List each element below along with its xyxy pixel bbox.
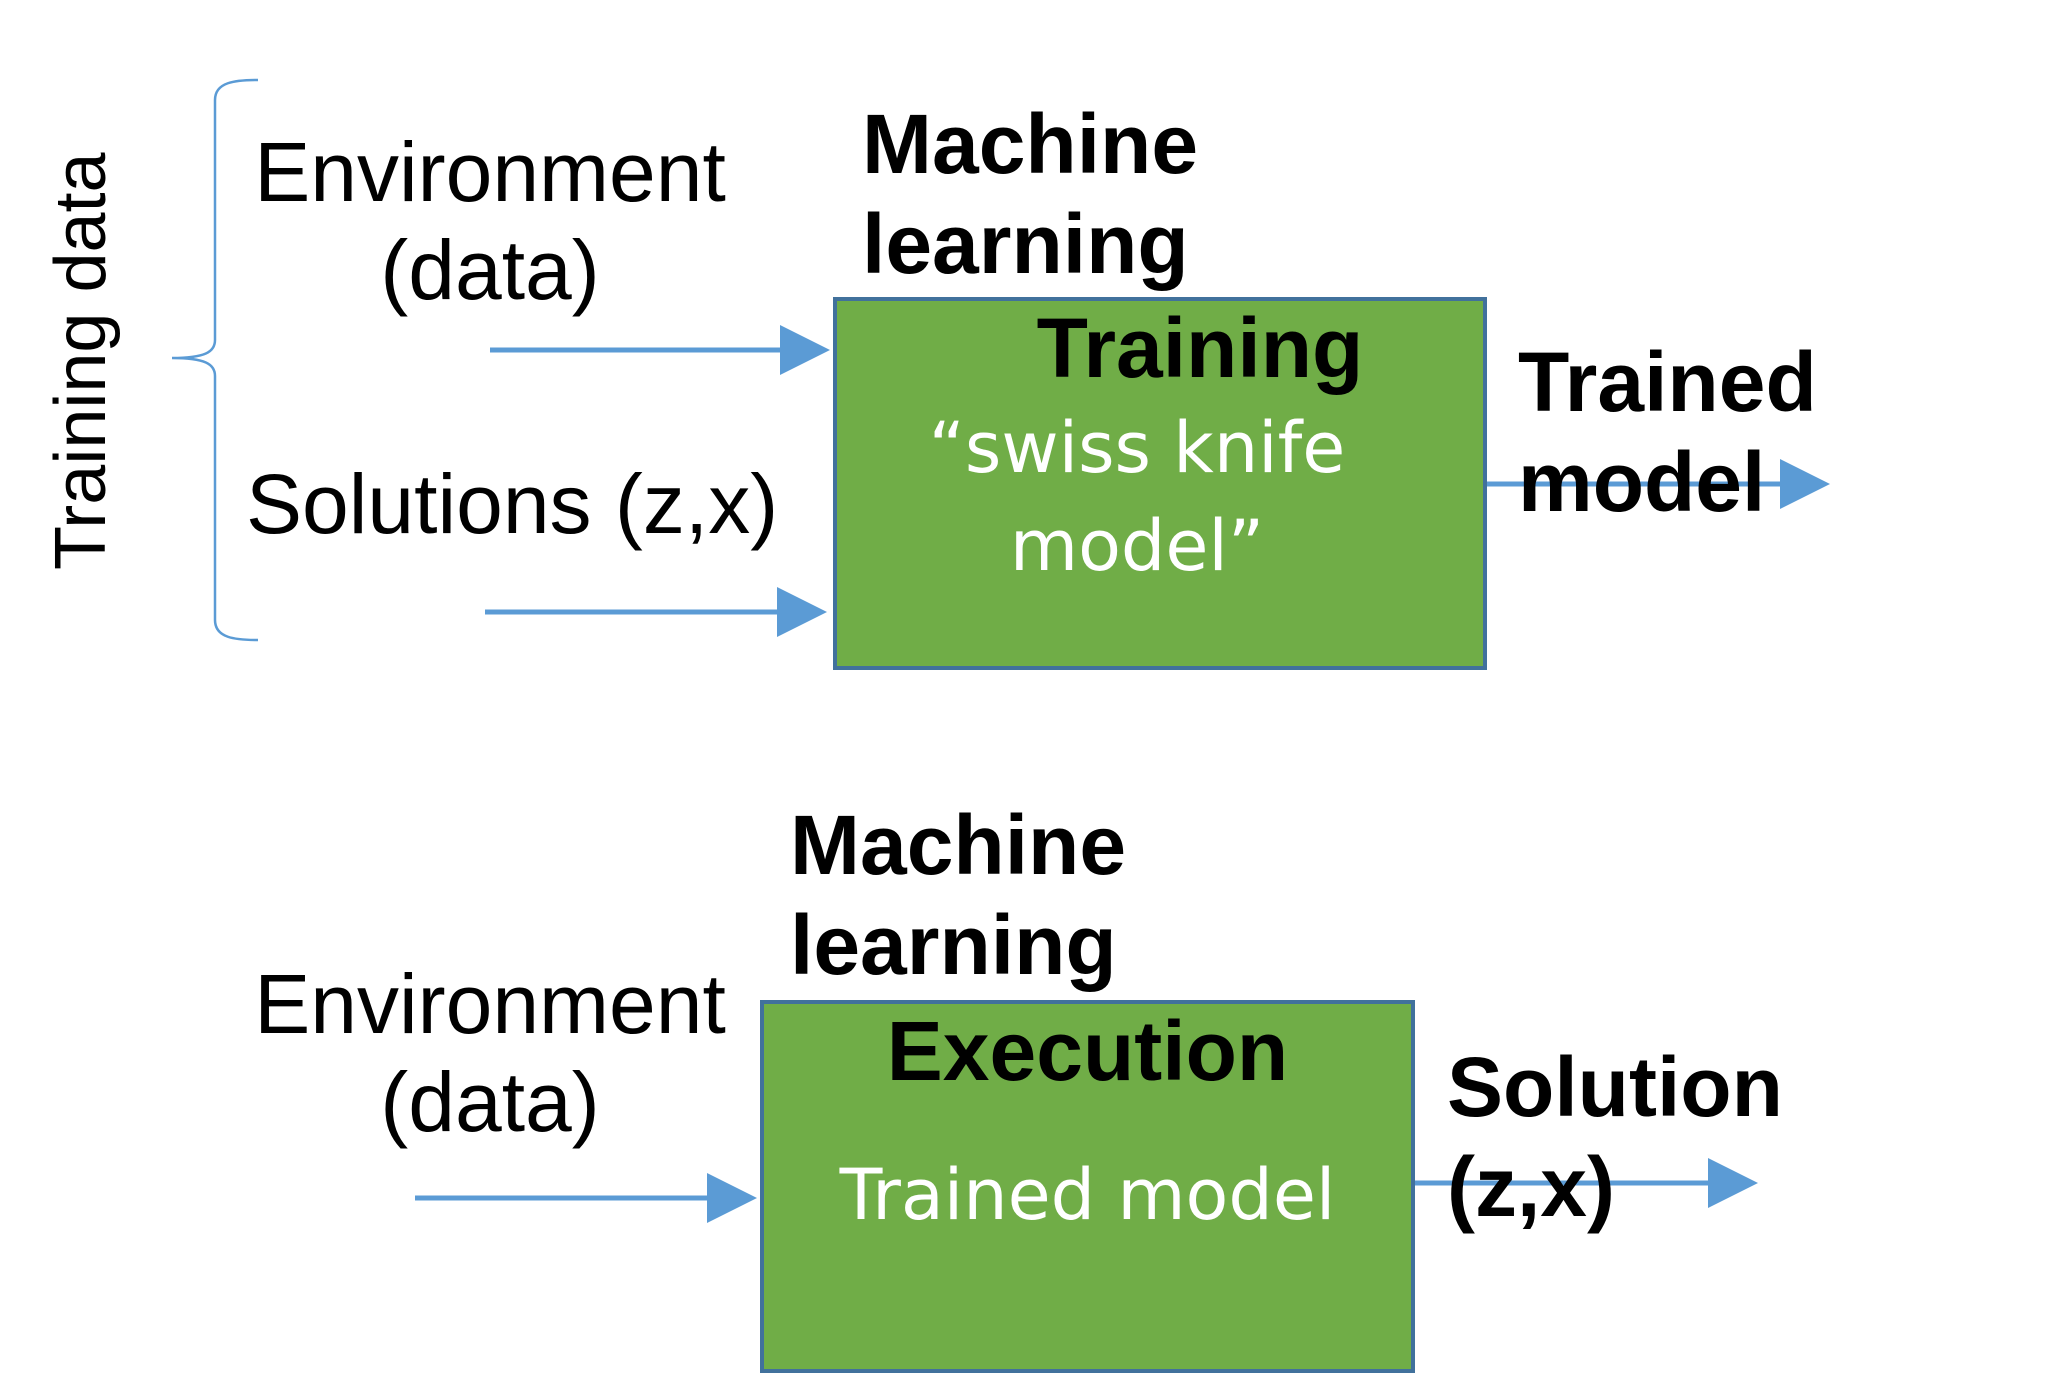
solution-output-line1: Solution bbox=[1447, 1040, 1783, 1134]
solutions-label: Solutions (z,x) bbox=[246, 457, 779, 551]
environment-label-training-line1: Environment bbox=[254, 125, 726, 219]
trained-model-output-line1: Trained bbox=[1518, 335, 1817, 429]
environment-label-training-line2: (data) bbox=[380, 223, 600, 317]
trained-model-output-label: Trained model bbox=[1518, 340, 1817, 524]
solution-output-label: Solution (z,x) bbox=[1447, 1045, 1783, 1229]
execution-box-body: Trained model bbox=[839, 1154, 1336, 1236]
training-box-body: “swiss knife model” bbox=[928, 407, 1346, 587]
ml-header-training-line1: Machine bbox=[862, 97, 1199, 191]
execution-box: Execution Trained model bbox=[760, 1000, 1415, 1373]
training-box-title: Training bbox=[1036, 301, 1364, 395]
training-data-brace bbox=[171, 78, 259, 642]
training-box: Training “swiss knife model” bbox=[833, 297, 1487, 670]
environment-label-execution-line2: (data) bbox=[380, 1055, 600, 1149]
environment-label-training: Environment (data) bbox=[250, 130, 730, 312]
ml-header-execution-line2: learning bbox=[790, 898, 1117, 992]
trained-model-output-line2: model bbox=[1518, 435, 1766, 529]
ml-header-training-line2: learning bbox=[862, 197, 1189, 291]
ml-header-training: Machine learning bbox=[862, 102, 1198, 286]
solution-output-line2: (z,x) bbox=[1447, 1140, 1615, 1234]
ml-header-execution-line1: Machine bbox=[790, 798, 1127, 892]
training-data-label: Training data bbox=[41, 152, 121, 570]
environment-label-execution: Environment (data) bbox=[250, 962, 730, 1144]
execution-box-title: Execution bbox=[886, 1004, 1289, 1098]
environment-label-execution-line1: Environment bbox=[254, 957, 726, 1051]
ml-header-execution: Machine learning bbox=[790, 803, 1126, 987]
